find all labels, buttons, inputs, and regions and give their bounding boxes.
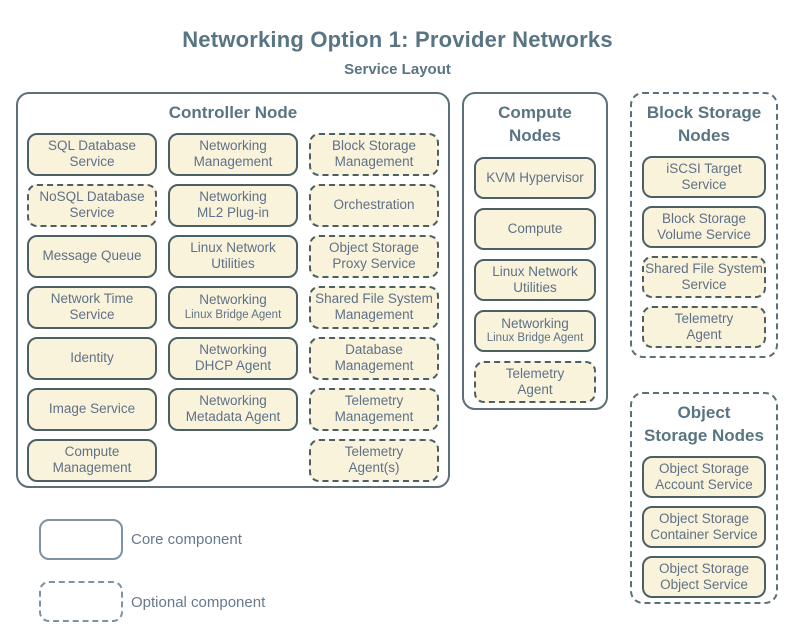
object-storage-nodes-group: Object Storage Nodes Object Storage Acco… — [630, 392, 778, 604]
service-node-label: SQL Database Service — [47, 138, 137, 170]
service-node-telemetry-agent: Telemetry Agent — [642, 305, 766, 348]
service-node-label: Networking Management — [193, 138, 273, 170]
page-title: Networking Option 1: Provider Networks — [182, 27, 613, 52]
object-storage-nodes-stack: Object Storage Account Service Object St… — [632, 448, 776, 598]
service-node-label: Object Storage Object Service — [658, 560, 750, 592]
service-node-database-management: Database Management — [309, 336, 439, 380]
service-node-label: Networking ML2 Plug-in — [196, 189, 270, 221]
service-node-iscsi-target: iSCSI Target Service — [642, 155, 766, 198]
service-node-object-storage-object: Object Storage Object Service — [642, 555, 766, 598]
controller-node-group-title: Controller Node — [168, 103, 298, 122]
service-node-label: Object Storage Account Service — [655, 460, 753, 492]
legend-optional-swatch — [39, 581, 123, 622]
service-node-label: Orchestration — [333, 197, 415, 213]
service-node-networking-ml2: Networking ML2 Plug-in — [168, 183, 298, 227]
service-node-compute-management: Compute Management — [27, 438, 157, 482]
service-node-telemetry-agents: Telemetry Agent(s) — [309, 438, 439, 482]
service-node-label: Networking DHCP Agent — [194, 342, 272, 374]
compute-nodes-group-title: Compute Nodes — [498, 103, 572, 145]
service-node-label: Message Queue — [42, 248, 142, 264]
service-node-label: Shared File System Management — [315, 291, 433, 323]
service-node-identity: Identity — [27, 336, 157, 380]
block-storage-nodes-group: Block Storage Nodes iSCSI Target Service… — [630, 92, 778, 358]
service-node-label: Object Storage Proxy Service — [328, 240, 420, 272]
service-node-label: Telemetry Agent — [505, 365, 565, 397]
service-node-networking-dhcp: Networking DHCP Agent — [168, 336, 298, 380]
service-node-label: NoSQL Database Service — [39, 189, 145, 221]
service-node-sublabel: Linux Bridge Agent — [184, 308, 282, 321]
service-node-label: Network Time Service — [50, 291, 134, 323]
controller-node-grid: SQL Database Service Networking Manageme… — [18, 125, 448, 482]
service-node-label: Block Storage Volume Service — [657, 210, 751, 242]
service-node-label: KVM Hypervisor — [486, 169, 584, 185]
service-node-shared-fs-management: Shared File System Management — [309, 285, 439, 329]
service-node-label: Compute — [507, 220, 563, 236]
service-node-label: Object Storage Container Service — [650, 510, 758, 542]
legend-core-swatch — [39, 519, 123, 560]
legend-optional-label: Optional component — [131, 594, 266, 611]
service-node-networking-management: Networking Management — [168, 132, 298, 176]
service-node-linux-network-utilities: Linux Network Utilities — [474, 258, 596, 301]
service-node-sql-database: SQL Database Service — [27, 132, 157, 176]
service-node-label: Shared File System Service — [645, 260, 763, 292]
service-node-orchestration: Orchestration — [309, 183, 439, 227]
service-node-object-storage-account: Object Storage Account Service — [642, 455, 766, 498]
service-node-block-storage-volume: Block Storage Volume Service — [642, 205, 766, 248]
service-node-label: Image Service — [48, 401, 136, 417]
service-node-label: Telemetry Agent — [674, 310, 734, 342]
service-node-compute: Compute — [474, 207, 596, 250]
service-node-nosql-database: NoSQL Database Service — [27, 183, 157, 227]
service-node-label: Networking — [199, 292, 267, 308]
service-node-label: Telemetry Agent(s) — [344, 444, 404, 476]
service-node-object-storage-proxy: Object Storage Proxy Service — [309, 234, 439, 278]
controller-node-group: Controller Node SQL Database Service Net… — [16, 92, 450, 488]
service-node-image-service: Image Service — [27, 387, 157, 431]
service-node-label: Database Management — [334, 342, 414, 374]
service-node-linux-network-utilities: Linux Network Utilities — [168, 234, 298, 278]
block-storage-nodes-stack: iSCSI Target Service Block Storage Volum… — [632, 148, 776, 348]
service-node-networking-metadata: Networking Metadata Agent — [168, 387, 298, 431]
service-node-message-queue: Message Queue — [27, 234, 157, 278]
service-node-telemetry-agent: Telemetry Agent — [474, 360, 596, 403]
service-node-label: iSCSI Target Service — [666, 160, 742, 192]
service-node-label: Linux Network Utilities — [190, 240, 276, 272]
service-node-label: Linux Network Utilities — [492, 263, 578, 295]
service-node-label: Telemetry Management — [334, 393, 414, 425]
service-node-label: Networking — [501, 315, 569, 331]
service-node-block-storage-management: Block Storage Management — [309, 132, 439, 176]
compute-nodes-group: Compute Nodes KVM Hypervisor Compute Lin… — [462, 92, 608, 410]
block-storage-nodes-group-title: Block Storage Nodes — [646, 103, 762, 145]
service-node-telemetry-management: Telemetry Management — [309, 387, 439, 431]
service-node-shared-fs-service: Shared File System Service — [642, 255, 766, 298]
object-storage-nodes-group-title: Object Storage Nodes — [644, 403, 764, 445]
service-node-label: Block Storage Management — [331, 138, 417, 170]
compute-nodes-stack: KVM Hypervisor Compute Linux Network Uti… — [464, 148, 606, 403]
service-node-label: Identity — [70, 350, 114, 366]
legend-core-label: Core component — [131, 531, 242, 548]
service-node-network-time: Network Time Service — [27, 285, 157, 329]
page-subtitle: Service Layout — [344, 61, 451, 78]
service-node-kvm-hypervisor: KVM Hypervisor — [474, 156, 596, 199]
service-node-sublabel: Linux Bridge Agent — [486, 332, 584, 345]
service-node-object-storage-container: Object Storage Container Service — [642, 505, 766, 548]
service-node-label: Compute Management — [52, 444, 132, 476]
service-node-label: Networking Metadata Agent — [185, 393, 281, 425]
